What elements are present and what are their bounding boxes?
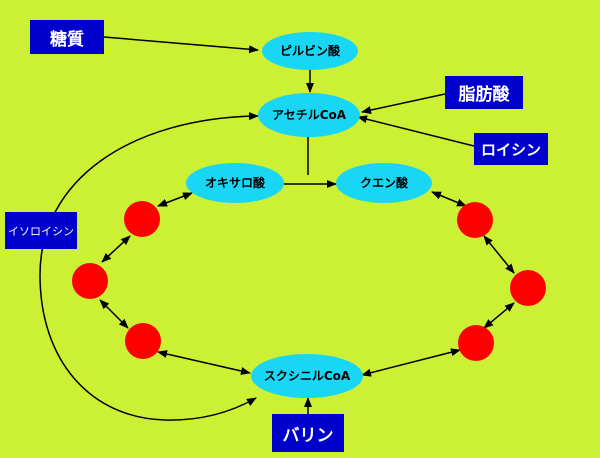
source-carbohydrate: 糖質 [30, 20, 104, 54]
node-citrate: クエン酸 [336, 163, 432, 203]
source-leucine: ロイシン [474, 133, 548, 165]
arrow-dot1-dot2 [483, 235, 515, 274]
intermediate-dot [125, 323, 161, 359]
intermediate-dot [457, 202, 493, 238]
arrow-dot4-dot5 [99, 299, 129, 329]
intermediate-dot [124, 201, 160, 237]
source-fatty-acid: 脂肪酸 [445, 76, 523, 109]
node-pyruvate: ピルビン酸 [262, 32, 358, 70]
label-acetyl-coa: アセチルCoA [272, 108, 347, 122]
intermediate-dot [458, 325, 494, 361]
cycle-intermediates [72, 201, 546, 361]
arrow-leucine-to-acetylcoa [357, 115, 475, 147]
arrow-dot3-succinylcoa [361, 348, 461, 377]
label-pyruvate: ピルビン酸 [280, 43, 341, 58]
arrow-dot5-dot6 [101, 235, 131, 263]
intermediate-dot [510, 270, 546, 306]
arrow-dot2-dot3 [483, 302, 515, 329]
arrow-succinylcoa-dot4 [157, 350, 251, 375]
arrow-carbohydrate-to-pyruvate [103, 36, 259, 54]
arrow-isoleucine-pathway [39, 112, 259, 421]
label-citrate: クエン酸 [360, 175, 409, 190]
label-oxaloacetate: オキサロ酸 [205, 175, 266, 190]
node-succinyl-coa: スクシニルCoA [251, 354, 363, 398]
arrow-dot6-oxaloacetate [157, 192, 193, 207]
source-valine: バリン [272, 414, 344, 452]
arrow-citrate-dot1 [431, 191, 467, 207]
connectors [39, 36, 515, 421]
node-oxaloacetate: オキサロ酸 [186, 163, 284, 203]
intermediate-dot [72, 263, 108, 299]
label-succinyl-coa: スクシニルCoA [264, 369, 351, 383]
node-acetyl-coa: アセチルCoA [258, 93, 360, 137]
arrow-fattyacid-to-acetylcoa [361, 93, 446, 115]
source-isoleucine: イソロイシン [5, 212, 77, 249]
